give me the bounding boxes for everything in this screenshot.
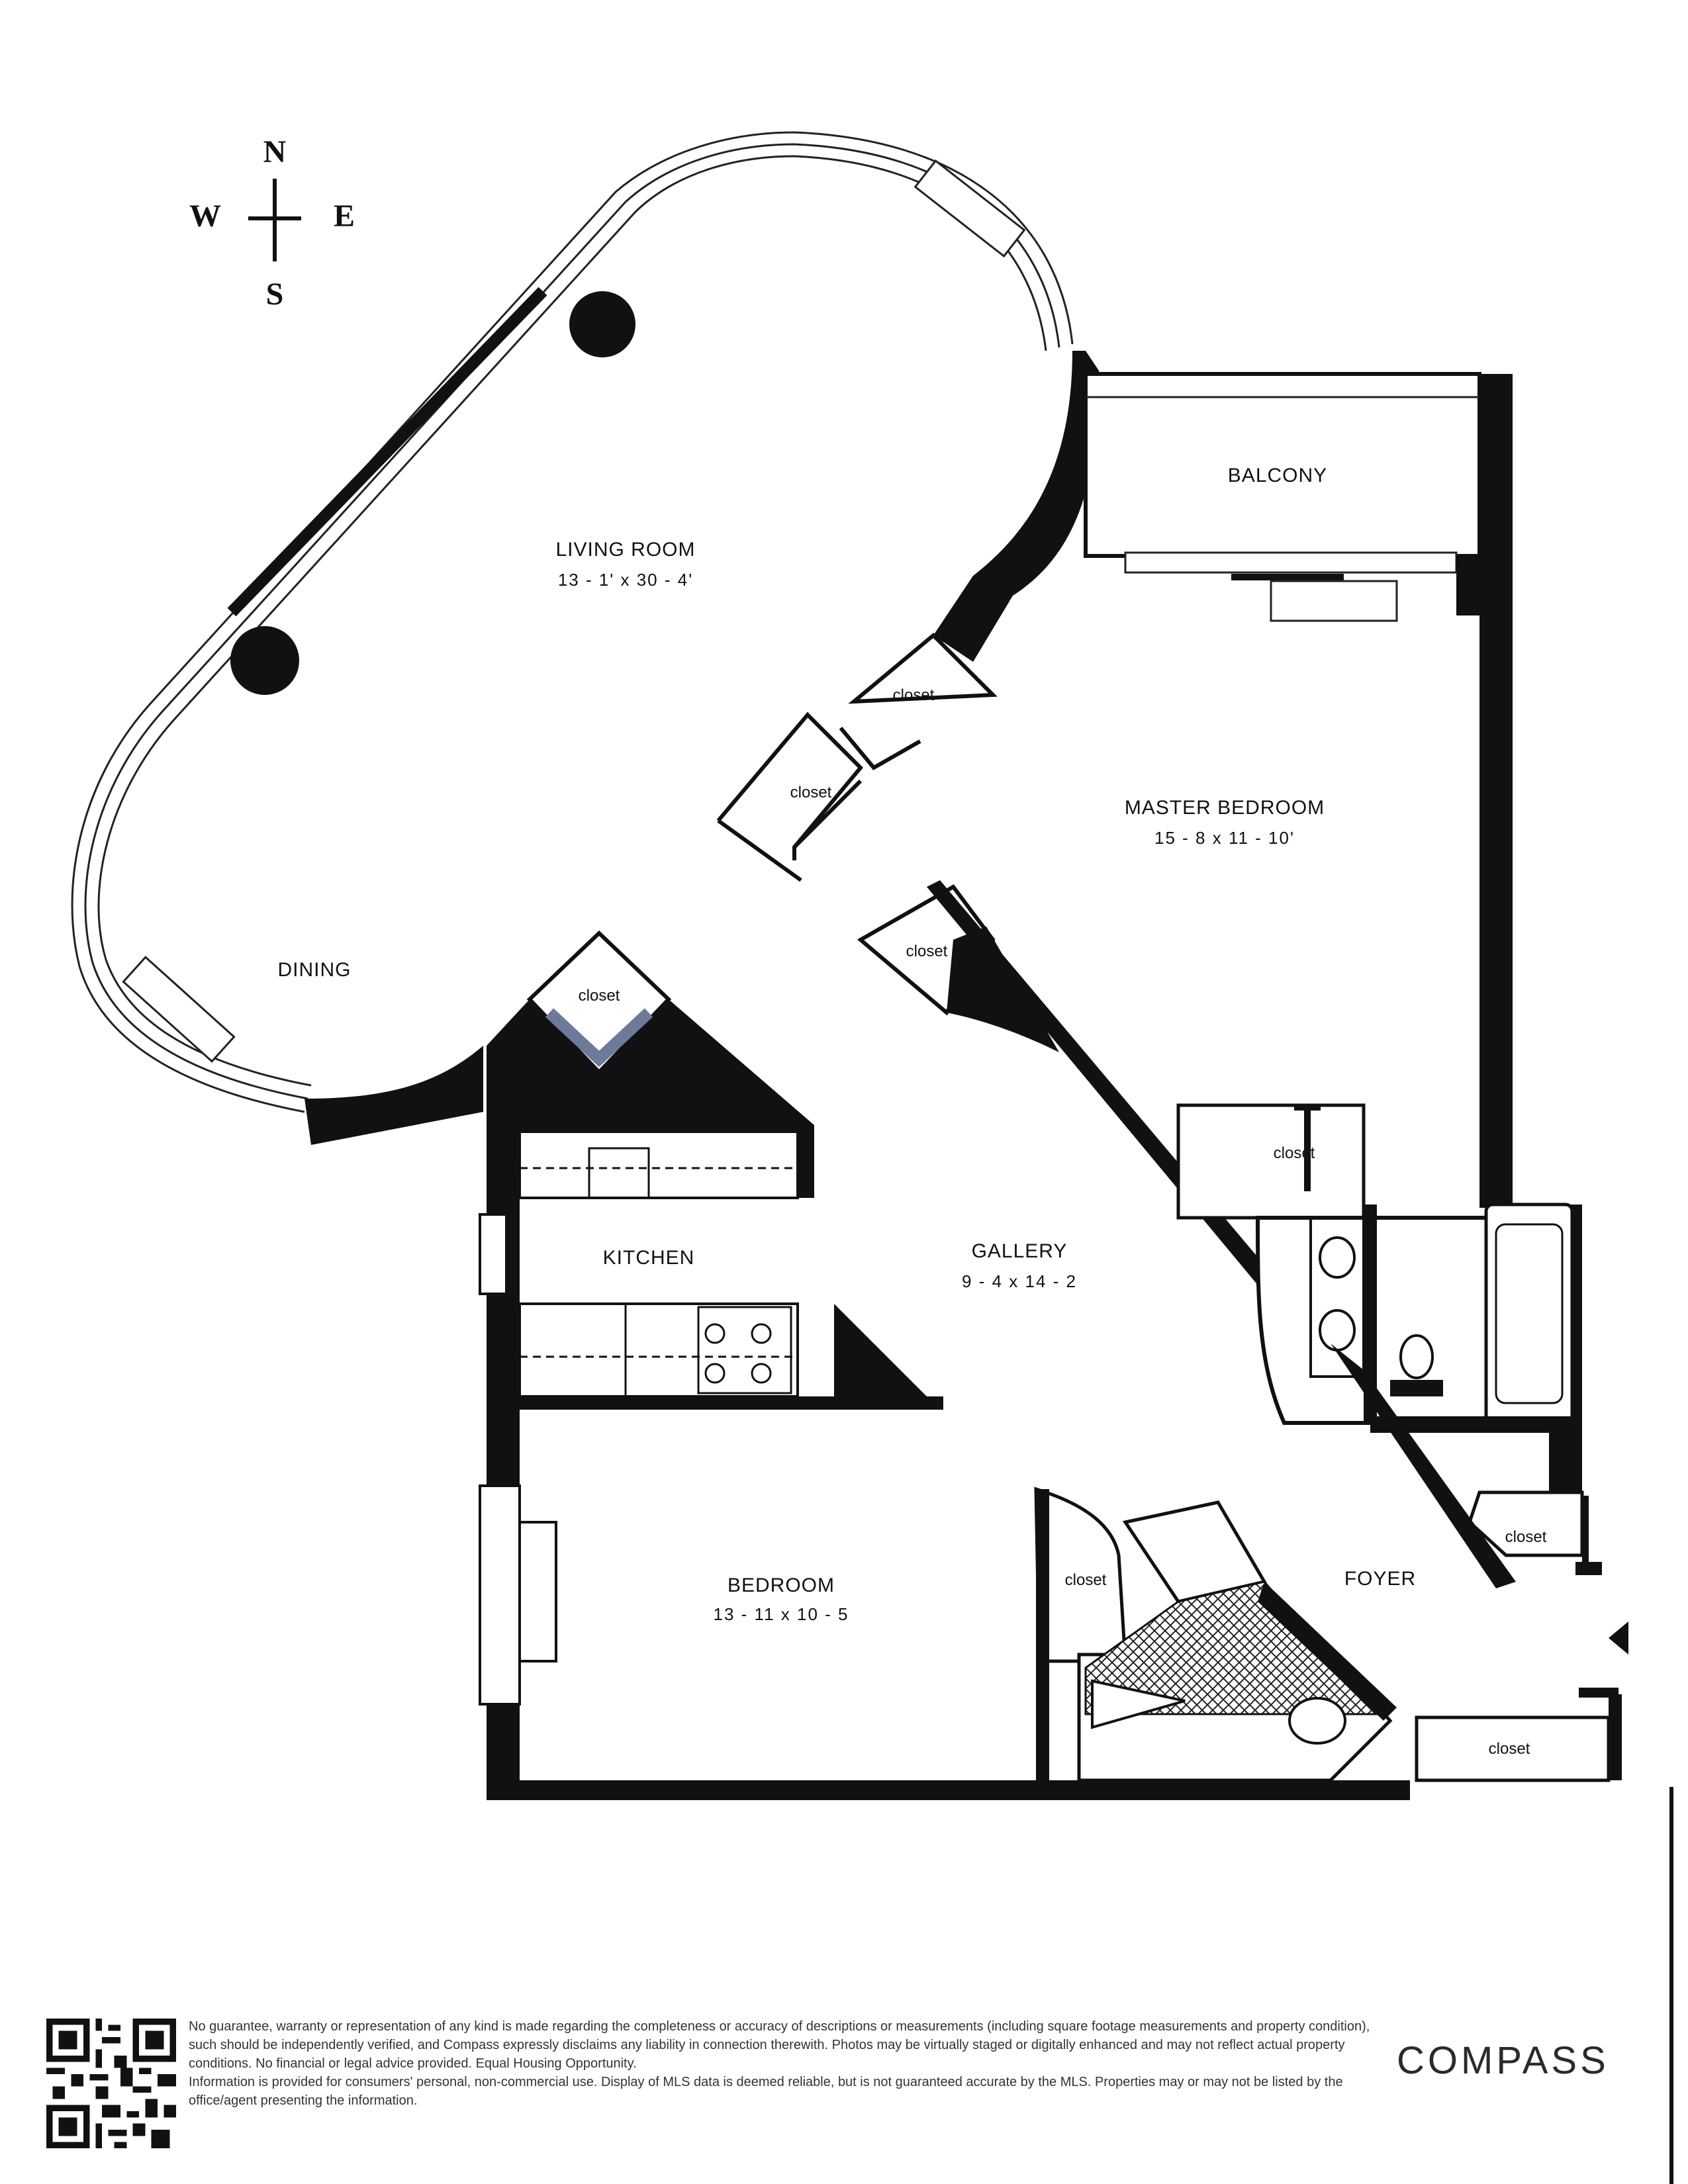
living-window-band xyxy=(227,287,547,617)
compass-north: N xyxy=(263,134,287,169)
footer: No guarantee, warranty or representation… xyxy=(0,1999,1688,2148)
disclaimer-paragraph: No guarantee, warranty or representation… xyxy=(189,2019,1370,2071)
balcony-label: BALCONY xyxy=(1228,465,1327,486)
kitchen-label: KITCHEN xyxy=(603,1247,695,1269)
compass-south: S xyxy=(266,277,284,312)
closet-label: closet xyxy=(579,987,620,1005)
page-edge-rule xyxy=(1669,1787,1673,2184)
kitchen: KITCHEN xyxy=(479,1125,940,1800)
wall xyxy=(1479,374,1513,1208)
wall xyxy=(927,880,1331,1357)
wall xyxy=(305,1046,483,1145)
closet-label: closet xyxy=(893,686,935,704)
mls-paragraph: Information is provided for consumers' p… xyxy=(189,2075,1343,2108)
column xyxy=(569,291,635,357)
column xyxy=(230,626,299,695)
gallery-dims: 9 - 4 x 14 - 2 xyxy=(962,1271,1077,1291)
balcony: BALCONY xyxy=(1084,372,1481,558)
wall xyxy=(1331,1343,1516,1588)
qr-code-icon xyxy=(46,2019,176,2148)
gallery-label: GALLERY xyxy=(972,1240,1068,1262)
closet-label: closet xyxy=(1489,1740,1530,1758)
foyer-closets: closet closet xyxy=(1415,1490,1622,1782)
master-closets xyxy=(716,632,998,882)
second-bath: closet xyxy=(1034,1486,1397,1782)
entry-arrow-icon xyxy=(1609,1621,1628,1655)
foyer-label: FOYER xyxy=(1344,1568,1416,1590)
compass-east: E xyxy=(334,199,355,234)
living-room-label: LIVING ROOM xyxy=(555,539,695,561)
master-bedroom-label: MASTER BEDROOM xyxy=(1125,797,1325,819)
closet-label: closet xyxy=(1505,1528,1547,1546)
wall xyxy=(947,927,1059,1052)
wall xyxy=(933,351,1099,662)
wall xyxy=(1456,556,1509,615)
bedroom: BEDROOM 13 - 11 x 10 - 5 xyxy=(479,1396,1149,1800)
compass-logo: COMPASS xyxy=(1397,2039,1609,2082)
closet-label: closet xyxy=(1065,1571,1107,1589)
radiator xyxy=(122,956,236,1063)
master-bedroom-dims: 15 - 8 x 11 - 10' xyxy=(1154,828,1295,848)
wall xyxy=(1364,1205,1377,1423)
closet-label: closet xyxy=(906,942,948,960)
radiator xyxy=(914,159,1026,258)
compass-west: W xyxy=(189,199,221,234)
living-room-dims: 13 - 1' x 30 - 4' xyxy=(558,570,693,590)
bedroom-label: BEDROOM xyxy=(727,1574,835,1596)
dining-label: DINING xyxy=(278,959,352,981)
wall xyxy=(1145,1780,1410,1800)
compass-rose-icon: N S E W xyxy=(189,134,355,312)
closet-label: closet xyxy=(790,784,832,801)
disclaimer-text: No guarantee, warranty or representation… xyxy=(189,2017,1374,2110)
balcony-door xyxy=(1124,551,1458,574)
bedroom-dims: 13 - 11 x 10 - 5 xyxy=(714,1604,849,1624)
